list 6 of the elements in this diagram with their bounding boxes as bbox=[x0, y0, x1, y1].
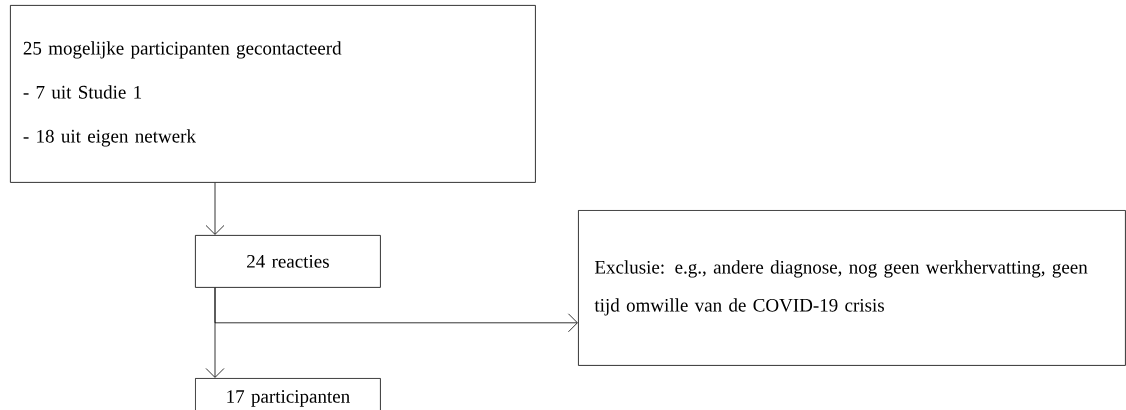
arrow bbox=[214, 287, 578, 333]
arrow bbox=[205, 182, 225, 235]
process-box: 17 participanten bbox=[195, 378, 381, 410]
process-box: 24 reacties bbox=[195, 235, 381, 288]
process-box: 25 mogelijke participanten gecontacteerd - 7 uit Studie 1 - 18 uit eigen netwerk bbox=[10, 5, 536, 183]
exclusion-box: Exclusie: e.g., andere diagnose, nog geen werkhervatting, geen tijd omwille van de COVID-19 crisis bbox=[578, 210, 1126, 366]
